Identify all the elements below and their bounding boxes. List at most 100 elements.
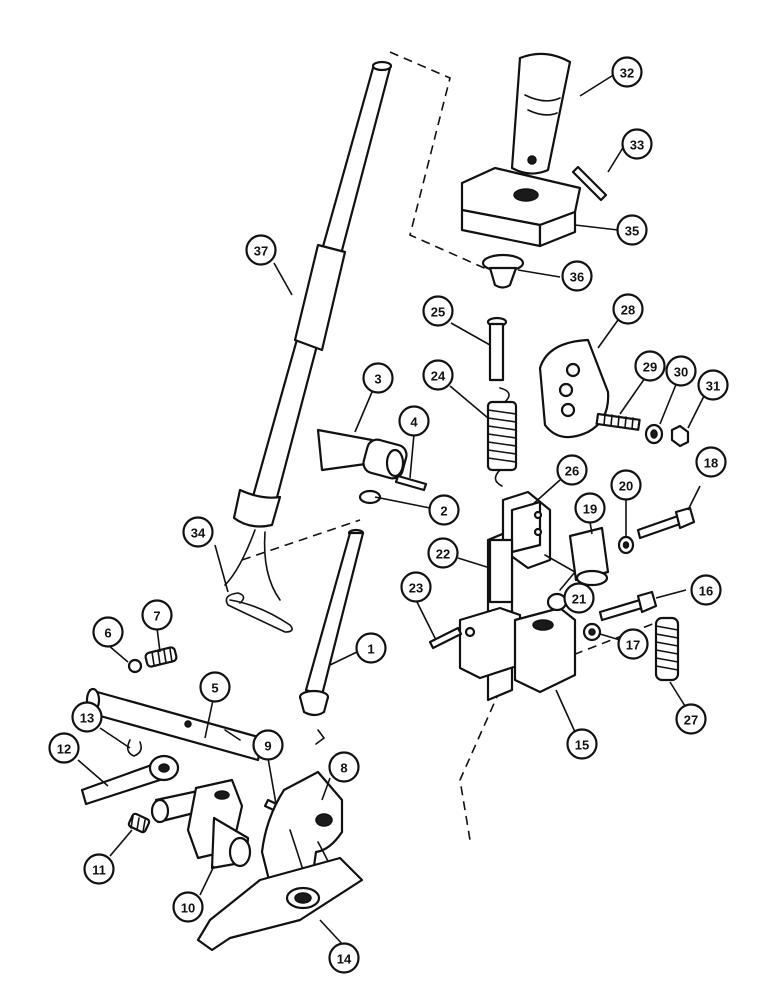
callout-7-label: 7 bbox=[153, 609, 160, 624]
callout-25: 25 bbox=[422, 295, 454, 327]
callout-17-label: 17 bbox=[626, 638, 640, 653]
callout-13: 13 bbox=[71, 701, 103, 733]
assembly-dashed-lines bbox=[241, 51, 669, 841]
part-33-pin bbox=[571, 165, 608, 202]
callout-21-label: 21 bbox=[572, 592, 586, 607]
part-15-bracket-assembly bbox=[458, 490, 577, 702]
part-2-ring bbox=[358, 489, 382, 505]
callout-29-label: 29 bbox=[643, 360, 657, 375]
callout-31: 31 bbox=[697, 369, 729, 401]
callout-3-label: 3 bbox=[374, 372, 381, 387]
callout-14-label: 14 bbox=[337, 952, 352, 967]
part-30-washer bbox=[644, 423, 664, 445]
part-31-nut bbox=[670, 424, 690, 448]
callout-34-label: 34 bbox=[191, 526, 206, 541]
callout-19-label: 19 bbox=[583, 502, 597, 517]
callout-5-label: 5 bbox=[211, 681, 218, 696]
callout-12-label: 12 bbox=[57, 742, 71, 757]
callout-36: 36 bbox=[561, 260, 593, 292]
part-4-pin bbox=[394, 474, 428, 492]
callout-23-label: 23 bbox=[409, 581, 423, 596]
part-20-washer bbox=[617, 535, 635, 555]
part-37-upper-tube bbox=[224, 60, 393, 601]
callout-16: 16 bbox=[690, 574, 722, 606]
part-11-set-screw bbox=[127, 812, 151, 834]
callout-9: 9 bbox=[252, 729, 284, 761]
callout-34: 34 bbox=[182, 516, 214, 548]
callout-6-label: 6 bbox=[104, 626, 111, 641]
callout-6: 6 bbox=[92, 616, 124, 648]
part-27-spring bbox=[654, 616, 680, 682]
callout-29: 29 bbox=[634, 350, 666, 382]
leader-lines bbox=[77, 73, 709, 947]
callout-5: 5 bbox=[199, 671, 231, 703]
callout-18: 18 bbox=[695, 446, 727, 478]
callout-30-label: 30 bbox=[674, 365, 688, 380]
callout-26-label: 26 bbox=[565, 464, 579, 479]
callout-8-label: 8 bbox=[340, 761, 347, 776]
callout-33: 33 bbox=[621, 128, 653, 160]
callout-16-label: 16 bbox=[699, 584, 713, 599]
callout-1: 1 bbox=[355, 632, 387, 664]
callout-15: 15 bbox=[566, 728, 598, 760]
callout-12: 12 bbox=[48, 732, 80, 764]
callout-10: 10 bbox=[172, 891, 204, 923]
callout-37-label: 37 bbox=[254, 244, 268, 259]
part-36-bushing bbox=[481, 253, 525, 289]
part-29-stud bbox=[595, 412, 641, 431]
callout-28: 28 bbox=[612, 293, 644, 325]
callout-37: 37 bbox=[245, 234, 277, 266]
callout-36-label: 36 bbox=[570, 270, 584, 285]
callout-35-label: 35 bbox=[625, 224, 639, 239]
part-17-washer bbox=[582, 622, 602, 642]
callout-1-label: 1 bbox=[367, 642, 374, 657]
callout-11-label: 11 bbox=[92, 863, 106, 878]
callout-30: 30 bbox=[665, 355, 697, 387]
callout-20-label: 20 bbox=[619, 479, 633, 494]
part-34-hitch-clip bbox=[225, 592, 293, 633]
part-23-roll-pin bbox=[428, 626, 463, 650]
callout-24-label: 24 bbox=[431, 369, 446, 384]
callout-35: 35 bbox=[616, 214, 648, 246]
callout-2-label: 2 bbox=[440, 504, 447, 519]
callout-7: 7 bbox=[141, 599, 173, 631]
part-35-block bbox=[460, 166, 582, 248]
callout-27-label: 27 bbox=[684, 713, 698, 728]
callout-14: 14 bbox=[328, 942, 360, 974]
callout-4-label: 4 bbox=[410, 415, 418, 430]
part-12-shift-rod bbox=[80, 754, 180, 806]
callout-22-label: 22 bbox=[436, 547, 450, 562]
callout-4: 4 bbox=[398, 405, 430, 437]
callout-8: 8 bbox=[328, 751, 360, 783]
callout-18-label: 18 bbox=[704, 456, 718, 471]
callout-19: 19 bbox=[574, 492, 606, 524]
callout-21: 21 bbox=[563, 582, 595, 614]
callout-25-label: 25 bbox=[431, 305, 445, 320]
callout-28-label: 28 bbox=[621, 303, 635, 318]
part-1-shaft bbox=[298, 528, 365, 745]
callout-20: 20 bbox=[610, 469, 642, 501]
callout-27: 27 bbox=[675, 703, 707, 735]
callout-3: 3 bbox=[362, 362, 394, 394]
callout-9-label: 9 bbox=[264, 739, 271, 754]
callout-23: 23 bbox=[400, 571, 432, 603]
callout-32-label: 32 bbox=[620, 66, 634, 81]
part-16-bolt bbox=[598, 590, 658, 622]
part-3-lever bbox=[316, 428, 408, 480]
callout-10-label: 10 bbox=[181, 901, 195, 916]
callout-11: 11 bbox=[83, 853, 115, 885]
callout-17: 17 bbox=[617, 628, 649, 660]
part-7-detent-spring bbox=[144, 646, 178, 668]
callout-13-label: 13 bbox=[80, 711, 94, 726]
part-32-knob bbox=[510, 52, 572, 175]
part-19-sleeve bbox=[568, 526, 610, 587]
callout-33-label: 33 bbox=[630, 138, 644, 153]
callout-15-label: 15 bbox=[575, 738, 589, 753]
part-21-pin bbox=[546, 592, 568, 612]
part-5-shift-rail bbox=[84, 687, 264, 762]
callout-32: 32 bbox=[611, 56, 643, 88]
callout-22: 22 bbox=[427, 537, 459, 569]
callout-2: 2 bbox=[428, 494, 460, 526]
part-18-bolt bbox=[636, 506, 696, 540]
